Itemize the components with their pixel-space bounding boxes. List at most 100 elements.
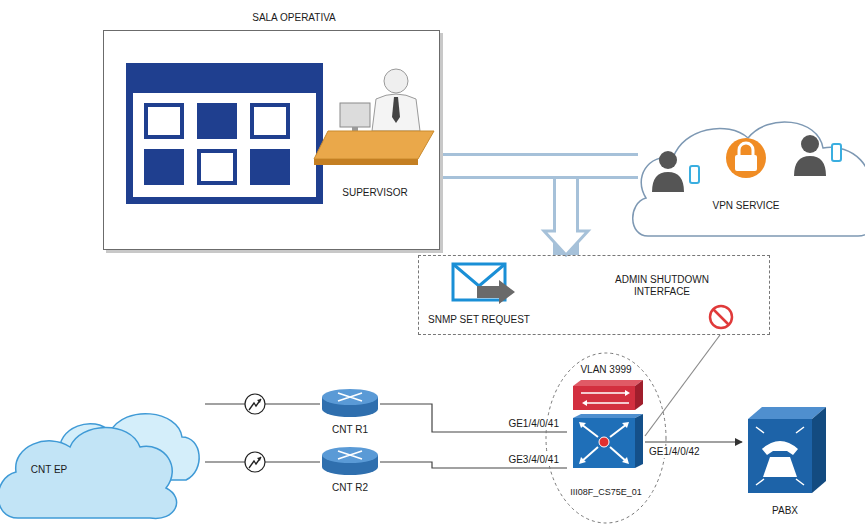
send-arrow bbox=[477, 280, 515, 304]
window-tile bbox=[252, 105, 288, 137]
lock-shackle bbox=[739, 143, 753, 156]
router: CNT R1 bbox=[318, 388, 382, 440]
node-label: VLAN 3999 bbox=[561, 364, 651, 376]
port-label: GE1/4/0/41 bbox=[506, 418, 561, 430]
no-entry-ring bbox=[710, 306, 732, 328]
label-text: ADMIN SHUTDOWN INTERFACE bbox=[615, 274, 709, 297]
network-link bbox=[380, 404, 567, 432]
node-label: III08F_CS75E_01 bbox=[557, 486, 655, 498]
network-link bbox=[645, 442, 742, 443]
window-tile bbox=[199, 151, 235, 183]
node-label: SUPERVISOR bbox=[314, 187, 436, 199]
router: CNT R2 bbox=[318, 446, 382, 498]
link-symbol-tip bbox=[257, 457, 261, 461]
lock-badge bbox=[726, 138, 766, 178]
pabx-box: PABX bbox=[742, 405, 828, 521]
supervisor-figure-icon bbox=[314, 59, 436, 201]
band-outline bbox=[440, 166, 566, 255]
no-entry-bar bbox=[713, 309, 729, 325]
window-tile bbox=[146, 105, 182, 137]
person-body bbox=[372, 94, 420, 131]
router-arrows bbox=[338, 451, 362, 459]
node-label: CNT R1 bbox=[310, 424, 390, 436]
flow-band bbox=[440, 166, 638, 167]
window-tile bbox=[199, 105, 235, 137]
link-symbol bbox=[245, 452, 265, 472]
switch-top bbox=[573, 380, 643, 386]
user-phone bbox=[832, 144, 841, 161]
monitor bbox=[340, 103, 370, 127]
link-symbol-bolt bbox=[249, 457, 261, 468]
node-label: SNMP SET REQUEST bbox=[422, 314, 536, 326]
router-top bbox=[322, 389, 378, 405]
core-switch: III08F_CS75E_01 bbox=[567, 380, 645, 502]
label-text: III08F_CS75E_01 bbox=[570, 487, 642, 497]
window-tile bbox=[252, 151, 288, 183]
cloud-outline bbox=[633, 122, 865, 236]
room-panel: SALA OPERATIVASUPERVISOR bbox=[103, 30, 440, 250]
person-head bbox=[384, 69, 408, 93]
label-text: SALA OPERATIVA bbox=[252, 12, 336, 23]
node-label: CNT R2 bbox=[310, 482, 390, 494]
port-label: GE3/4/0/41 bbox=[506, 454, 561, 466]
window-frame bbox=[126, 63, 323, 204]
pabx-front bbox=[748, 419, 812, 493]
window-tile bbox=[146, 151, 182, 183]
label-text: PABX bbox=[772, 505, 798, 516]
vlan-outline bbox=[546, 353, 666, 523]
link-symbol-ring bbox=[245, 452, 265, 472]
node-label: SALA OPERATIVA bbox=[234, 12, 354, 24]
person-tie bbox=[392, 97, 400, 123]
band-arrow-head bbox=[544, 231, 588, 255]
phone-base bbox=[763, 457, 797, 477]
label-text: VLAN 3999 bbox=[580, 364, 631, 375]
pabx-arrows bbox=[756, 427, 804, 485]
link-symbol-bolt bbox=[249, 399, 261, 410]
router-arrows bbox=[338, 393, 362, 401]
provider-cloud: CNT EP bbox=[0, 392, 205, 522]
user-head bbox=[801, 135, 819, 153]
window-body bbox=[133, 93, 316, 197]
switch-arrow-tips bbox=[579, 422, 629, 464]
switch-arrows bbox=[581, 393, 629, 403]
pabx-side bbox=[812, 407, 826, 493]
vpn-cloud-icon bbox=[628, 108, 865, 248]
link-line bbox=[645, 441, 742, 442]
envelope-flap bbox=[453, 264, 505, 286]
cloud-front bbox=[0, 427, 177, 518]
link-symbol bbox=[245, 394, 265, 414]
vpn-cloud: VPN SERVICE bbox=[628, 108, 865, 248]
switch-arrow-tips bbox=[582, 390, 630, 406]
label-text: SNMP SET REQUEST bbox=[428, 314, 530, 325]
pabx-box-icon bbox=[742, 405, 828, 521]
band-outline bbox=[440, 153, 638, 179]
node-label: CNT EP bbox=[14, 464, 84, 476]
network-link bbox=[645, 335, 720, 436]
switch-top bbox=[573, 414, 643, 418]
switch-arrows bbox=[581, 424, 627, 462]
switch-side bbox=[635, 380, 643, 410]
switch-front bbox=[573, 386, 635, 410]
switch-side bbox=[635, 414, 643, 468]
user-body bbox=[794, 156, 826, 176]
node-note: ADMIN SHUTDOWN INTERFACE bbox=[613, 274, 711, 298]
desk-top bbox=[314, 131, 434, 159]
link-symbol-tip bbox=[257, 399, 261, 403]
core-switch-icon bbox=[567, 380, 645, 502]
link-symbol-ring bbox=[245, 394, 265, 414]
user-head bbox=[659, 151, 677, 169]
label-text: CNT R2 bbox=[332, 482, 368, 493]
router-top bbox=[322, 447, 378, 463]
label-text: SUPERVISOR bbox=[342, 187, 407, 198]
switch-front bbox=[573, 418, 635, 468]
node-label: PABX bbox=[742, 505, 828, 517]
user-phone bbox=[690, 166, 699, 183]
vlan-ellipse: VLAN 3999III08F_CS75E_01 bbox=[545, 352, 667, 524]
phone-handset bbox=[762, 441, 798, 455]
link-line bbox=[380, 404, 567, 432]
desk-front bbox=[314, 159, 418, 165]
port-label: GE1/4/0/42 bbox=[647, 446, 702, 458]
flow-band bbox=[440, 166, 588, 255]
provider-cloud-icon bbox=[0, 392, 205, 522]
